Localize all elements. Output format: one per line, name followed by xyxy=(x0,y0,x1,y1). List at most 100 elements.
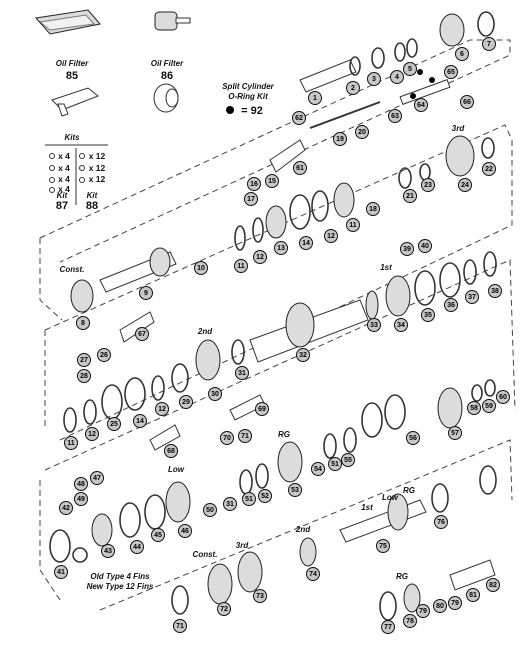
callout-number: 35 xyxy=(424,312,432,319)
callout-circle xyxy=(388,109,402,123)
gear-caption-const-bot: Const. xyxy=(193,550,218,559)
callout-29: 29 xyxy=(179,395,193,409)
callout-number: 22 xyxy=(485,166,493,173)
callout-circle xyxy=(234,259,248,273)
callout-number: 54 xyxy=(314,466,322,473)
input-shaft-assembly xyxy=(299,11,495,129)
callout-circle xyxy=(341,453,355,467)
callout-circle xyxy=(135,327,149,341)
callout-number: 57 xyxy=(451,430,459,437)
callout-circle xyxy=(178,524,192,538)
callout-number: 31 xyxy=(238,370,246,377)
callout-56: 56 xyxy=(406,431,420,445)
callout-9: 9 xyxy=(139,286,153,300)
callout-11: 11 xyxy=(234,259,248,273)
gear-caption-3rd-bot: 3rd xyxy=(236,541,250,550)
callout-number: 66 xyxy=(463,99,471,106)
kit-a-number: 87 xyxy=(56,200,68,212)
callout-12: 12 xyxy=(253,250,267,264)
callout-number: 42 xyxy=(62,505,70,512)
split-kit-value: = 92 xyxy=(241,105,263,117)
callout-number: 79 xyxy=(419,608,427,615)
callout-number: 9 xyxy=(144,290,148,297)
callout-57: 57 xyxy=(448,426,462,440)
callout-number: 49 xyxy=(77,496,85,503)
callout-circle xyxy=(133,414,147,428)
kit-b-qty-3: x 12 xyxy=(89,174,106,184)
callout-circle xyxy=(299,236,313,250)
callout-38: 38 xyxy=(488,284,502,298)
fins-old-caption: Old Type 4 Fins xyxy=(90,572,150,581)
callout-circle xyxy=(496,390,510,404)
callout-number: 37 xyxy=(468,294,476,301)
callout-circle xyxy=(482,162,496,176)
callout-circle xyxy=(465,290,479,304)
callout-circle xyxy=(460,95,474,109)
callout-20: 20 xyxy=(355,125,369,139)
callout-circle xyxy=(444,65,458,79)
callout-number: 53 xyxy=(291,487,299,494)
callout-circle xyxy=(208,387,222,401)
mainshaft-row xyxy=(63,251,497,451)
callout-2: 2 xyxy=(346,81,360,95)
gear-caption-low: Low xyxy=(168,465,185,474)
callout-number: 6 xyxy=(460,51,464,58)
callout-number: 17 xyxy=(247,196,255,203)
callout-24: 24 xyxy=(458,178,472,192)
callout-number: 34 xyxy=(397,322,405,329)
callout-number: 43 xyxy=(104,548,112,555)
callout-number: 19 xyxy=(336,136,344,143)
callout-number: 72 xyxy=(220,606,228,613)
callout-number: 12 xyxy=(327,233,335,240)
kit-b-qty-2: x 12 xyxy=(89,163,106,173)
callout-circle xyxy=(466,588,480,602)
callout-circle xyxy=(253,250,267,264)
callout-79: 79 xyxy=(448,596,462,610)
callout-circle xyxy=(482,37,496,51)
callout-45: 45 xyxy=(151,528,165,542)
callout-number: 71 xyxy=(176,623,184,630)
callout-number: 64 xyxy=(417,102,425,109)
callout-63: 63 xyxy=(388,109,402,123)
callout-40: 40 xyxy=(418,239,432,253)
callout-55: 55 xyxy=(341,453,355,467)
callout-number: 55 xyxy=(344,457,352,464)
callout-circle xyxy=(155,402,169,416)
callout-number: 76 xyxy=(437,519,445,526)
callout-number: 16 xyxy=(250,181,258,188)
callout-51: 51 xyxy=(242,492,256,506)
callout-circle xyxy=(85,427,99,441)
callout-46: 46 xyxy=(178,524,192,538)
callout-71: 71 xyxy=(173,619,187,633)
callout-circle xyxy=(458,178,472,192)
callout-circle xyxy=(328,457,342,471)
gear-captions: 3rd Const. 1st 2nd RG Low 1st Low RG 2nd… xyxy=(60,124,466,591)
kit-b-qty-1: x 12 xyxy=(89,151,106,161)
callout-circle xyxy=(194,261,208,275)
callout-circle xyxy=(394,318,408,332)
callout-circle xyxy=(235,366,249,380)
callout-circle xyxy=(288,483,302,497)
callout-circle xyxy=(74,492,88,506)
callout-circle xyxy=(265,174,279,188)
callout-5: 5 xyxy=(403,62,417,76)
callout-circle xyxy=(434,515,448,529)
gear-caption-2nd-mid: 2nd xyxy=(197,327,213,336)
callout-number: 61 xyxy=(296,165,304,172)
callout-11: 11 xyxy=(64,436,78,450)
callout-number: 3 xyxy=(372,76,376,83)
oil-filter-a-number: 85 xyxy=(66,70,78,82)
black-dot-icon xyxy=(226,106,234,114)
callout-circle xyxy=(173,619,187,633)
callout-33: 33 xyxy=(367,318,381,332)
callout-82: 82 xyxy=(486,578,500,592)
callout-70: 70 xyxy=(220,431,234,445)
callout-circle xyxy=(253,589,267,603)
callout-14: 14 xyxy=(299,236,313,250)
callout-number: 70 xyxy=(223,435,231,442)
callout-number: 5 xyxy=(408,66,412,73)
callout-1: 1 xyxy=(308,91,322,105)
callout-22: 22 xyxy=(482,162,496,176)
callout-number: 26 xyxy=(100,352,108,359)
reverse-low-row xyxy=(49,379,496,563)
